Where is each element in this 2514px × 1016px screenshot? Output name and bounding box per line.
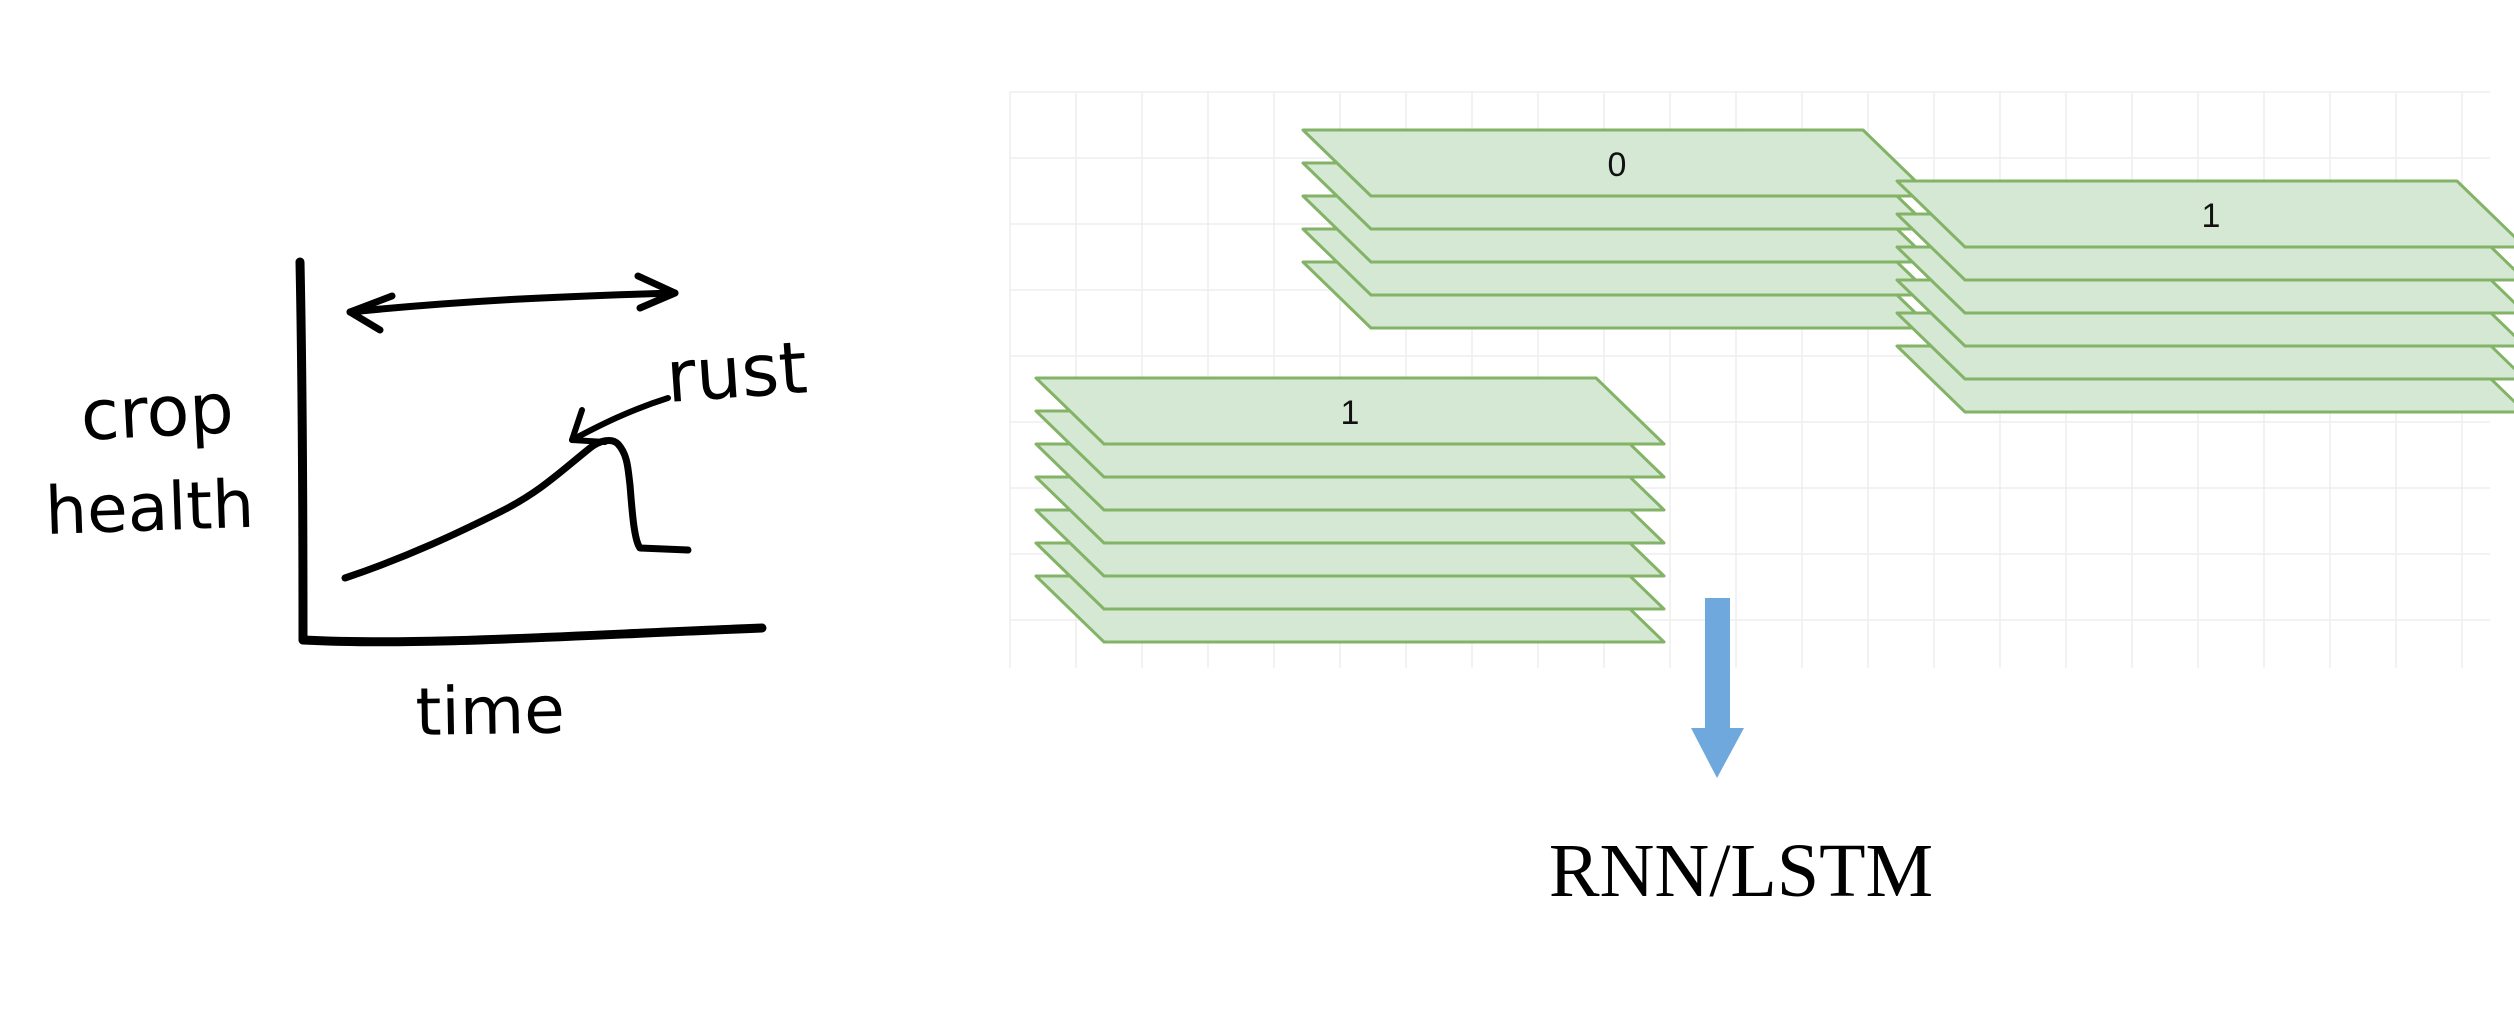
y-axis-label-health: health xyxy=(44,466,255,550)
rust-annotation-label: rust xyxy=(663,325,810,419)
x-axis-label-time: time xyxy=(415,671,565,751)
layer-stack-0: 0 xyxy=(1301,128,1933,330)
stack-label: 0 xyxy=(1608,146,1627,184)
double-arrow-left-head-icon xyxy=(346,292,396,334)
layer-stack-2: 1 xyxy=(1034,376,1666,644)
x-axis-line xyxy=(298,623,767,647)
layer-stack-1: 1 xyxy=(1895,179,2514,414)
stack-layer xyxy=(1895,179,2514,249)
down-arrow-icon xyxy=(1691,598,1744,778)
stack-label: 1 xyxy=(1341,394,1360,432)
health-curve xyxy=(345,445,590,578)
double-arrow-shaft xyxy=(346,289,679,316)
model-label: RNN/LSTM xyxy=(1549,829,1933,913)
health-curve-line xyxy=(341,437,692,582)
hand-drawn-sketch: crop health time rust xyxy=(44,257,810,751)
y-axis-line xyxy=(295,257,308,645)
rust-annotation-arrowhead-icon xyxy=(569,407,608,445)
stack-layer xyxy=(1034,376,1666,446)
stack-label: 1 xyxy=(2202,197,2221,235)
y-axis-label-crop: crop xyxy=(79,367,236,457)
rust-annotation-arrow xyxy=(569,395,671,443)
double-arrow-right-head-icon xyxy=(634,272,679,312)
layer-stacks: 0 1 1 xyxy=(1034,128,2514,644)
